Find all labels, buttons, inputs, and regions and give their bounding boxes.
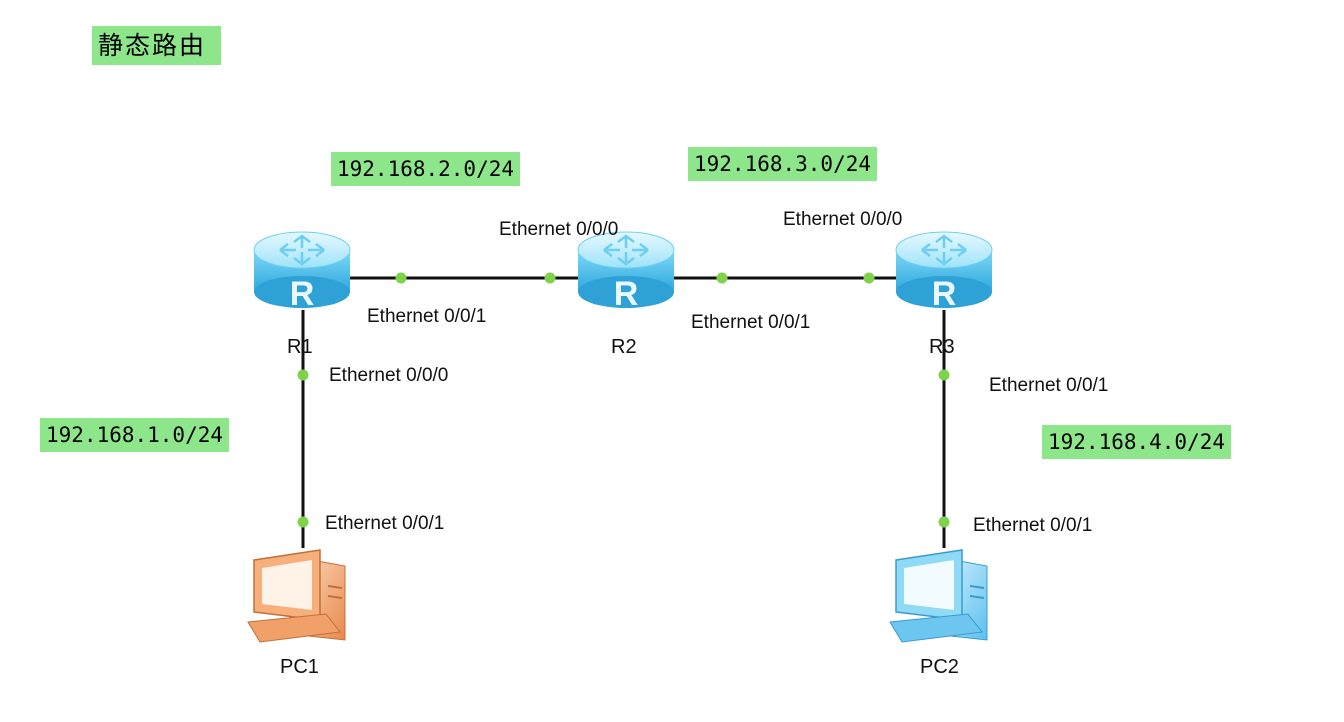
device-label-pc2: PC2 [920, 656, 959, 678]
port-label-r3-e000: Ethernet 0/0/0 [783, 209, 903, 230]
svg-text:R: R [932, 275, 957, 313]
port-dot-r2-e001[interactable] [716, 272, 728, 284]
port-dots [297, 272, 950, 528]
router-icon: R [577, 231, 675, 313]
network-label-3: 192.168.3.0/24 [688, 147, 878, 181]
pc-pc2[interactable] [889, 549, 988, 643]
pc-icon [247, 549, 346, 643]
port-label-r2-e001: Ethernet 0/0/1 [691, 312, 811, 333]
device-label-r3: R3 [929, 336, 955, 358]
port-label-r2-e000: Ethernet 0/0/0 [499, 219, 619, 240]
router-icon: R [253, 231, 351, 313]
links [301, 276, 946, 548]
router-icon: R [895, 231, 993, 313]
router-r3[interactable]: R [895, 231, 993, 313]
svg-text:R: R [290, 275, 315, 313]
device-label-r1: R1 [287, 336, 313, 358]
svg-text:R: R [614, 275, 639, 313]
router-r2[interactable]: R [577, 231, 675, 313]
port-dot-r3-e001[interactable] [938, 369, 950, 381]
port-label-pc2-e001: Ethernet 0/0/1 [973, 515, 1093, 536]
network-label-2: 192.168.2.0/24 [331, 152, 521, 186]
port-dot-r1-e000[interactable] [297, 369, 309, 381]
pc-pc1[interactable] [247, 549, 346, 643]
pc-icon [889, 549, 988, 643]
port-dot-r3-e000[interactable] [863, 272, 875, 284]
port-dot-r2-e000[interactable] [544, 272, 556, 284]
network-label-4: 192.168.4.0/24 [1042, 425, 1232, 459]
port-label-r3-e001: Ethernet 0/0/1 [989, 375, 1109, 396]
port-dot-pc1-e001[interactable] [297, 516, 309, 528]
device-label-r2: R2 [611, 336, 637, 358]
port-dot-pc2-e001[interactable] [938, 516, 950, 528]
port-label-r1-e001: Ethernet 0/0/1 [367, 306, 487, 327]
router-r1[interactable]: R [253, 231, 351, 313]
diagram-title: 静态路由 [92, 26, 221, 65]
port-dot-r1-e001[interactable] [395, 272, 407, 284]
port-label-pc1-e001: Ethernet 0/0/1 [325, 513, 445, 534]
network-label-1: 192.168.1.0/24 [40, 418, 230, 452]
port-label-r1-e000: Ethernet 0/0/0 [329, 365, 449, 386]
device-label-pc1: PC1 [280, 656, 319, 678]
